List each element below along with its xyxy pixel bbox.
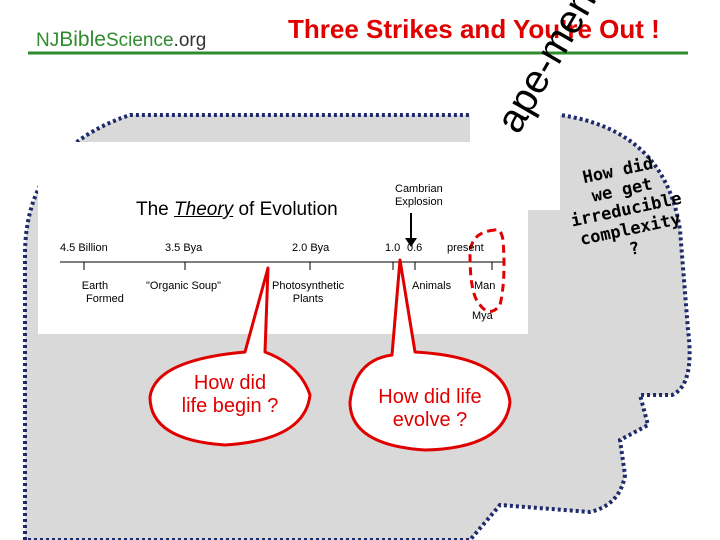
life-begin-bubble	[148, 266, 312, 447]
cambrian-arrow-head	[405, 238, 417, 247]
tick-present: present	[447, 242, 484, 254]
tick-1-0: 1.0	[385, 242, 401, 254]
man-loop	[468, 228, 506, 313]
tick-4-5-billion: 4.5 Billion	[60, 242, 108, 254]
theory-heading: The Theory of Evolution	[136, 199, 338, 220]
theory-box	[38, 142, 528, 334]
page-title: Three Strikes and You’re Out !	[288, 14, 660, 44]
mya-unit-label: Mya	[472, 310, 493, 322]
site-logo: NJBibleScience.org	[36, 28, 207, 51]
tick-2-0-bya: 2.0 Bya	[292, 242, 330, 254]
tick-3-5-bya: 3.5 Bya	[165, 242, 203, 254]
timeline-ticks	[83, 262, 493, 270]
tick-0-6: 0.6	[407, 242, 423, 254]
organic-soup-label: "Organic Soup"	[146, 280, 222, 292]
animals-label: Animals	[412, 280, 452, 292]
life-evolve-bubble	[348, 258, 512, 452]
man-label: Man	[474, 280, 496, 292]
